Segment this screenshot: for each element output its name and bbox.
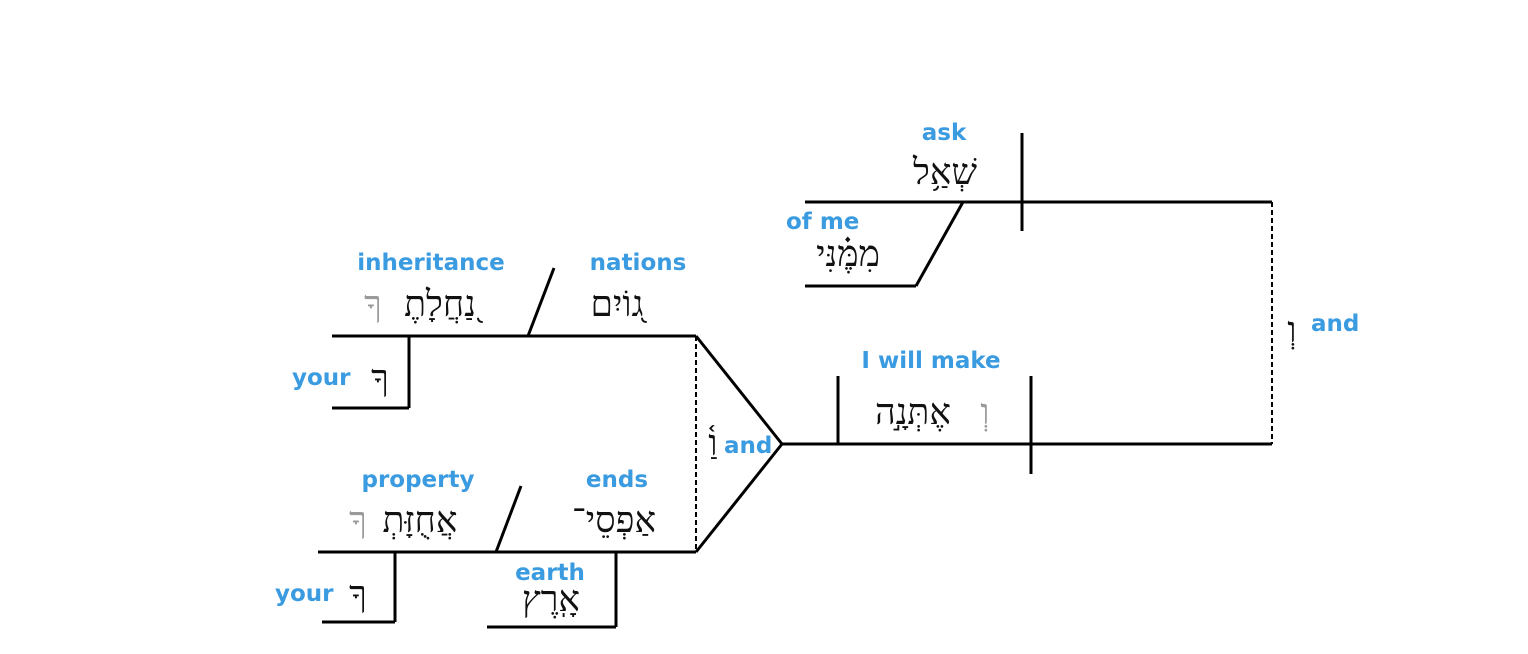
gloss-and-main: and bbox=[1311, 311, 1359, 337]
gloss-property: property bbox=[361, 467, 474, 493]
hebrew-property-suffix: ךָ bbox=[349, 500, 367, 541]
hebrew-your-2: ךָ bbox=[349, 574, 367, 615]
hebrew-give-verb: אֶתְּנָ֣ה bbox=[875, 392, 951, 433]
hebrew-earth: אָֽרֶץ bbox=[522, 579, 580, 620]
hebrew-nations: ג֭וֹיִם bbox=[591, 284, 648, 325]
of-me-modifier-slant bbox=[914, 201, 965, 287]
gloss-ask: ask bbox=[922, 120, 967, 146]
gloss-earth: earth bbox=[515, 560, 585, 586]
hebrew-ends: אַפְסֵי־ bbox=[572, 500, 656, 541]
hebrew-conj-main: וְ bbox=[1287, 310, 1296, 351]
hebrew-inheritance-head: נַ֭חֲלָתֶ bbox=[404, 284, 483, 325]
hebrew-property-head: אֲחֻזָּתְ bbox=[383, 500, 458, 541]
hebrew-give-conj-prefix: וְ bbox=[980, 392, 989, 433]
gloss-your-1: your bbox=[292, 365, 351, 391]
hebrew-your-1: ךָ bbox=[371, 358, 389, 399]
fork-lower-arm bbox=[694, 443, 784, 553]
gloss-inheritance: inheritance bbox=[357, 250, 505, 276]
gloss-your-2: your bbox=[275, 581, 334, 607]
hebrew-ask-verb: שְׁאַ֥ל bbox=[912, 152, 977, 193]
gloss-of-me: of me bbox=[786, 209, 859, 235]
object2-appos-slash bbox=[494, 485, 523, 553]
gloss-ends: ends bbox=[586, 467, 648, 493]
object1-appos-slash bbox=[526, 267, 556, 337]
hebrew-of-me: מִמֶּ֗נִּי bbox=[816, 234, 880, 275]
gloss-i-will-make: I will make bbox=[861, 348, 1000, 374]
hebrew-inheritance-suffix: ךָ bbox=[364, 284, 382, 325]
gloss-nations: nations bbox=[590, 250, 687, 276]
hebrew-compound-conj: וַ֫ bbox=[708, 423, 717, 464]
gloss-and-compound: and bbox=[724, 433, 772, 459]
fork-upper-arm bbox=[694, 335, 784, 445]
